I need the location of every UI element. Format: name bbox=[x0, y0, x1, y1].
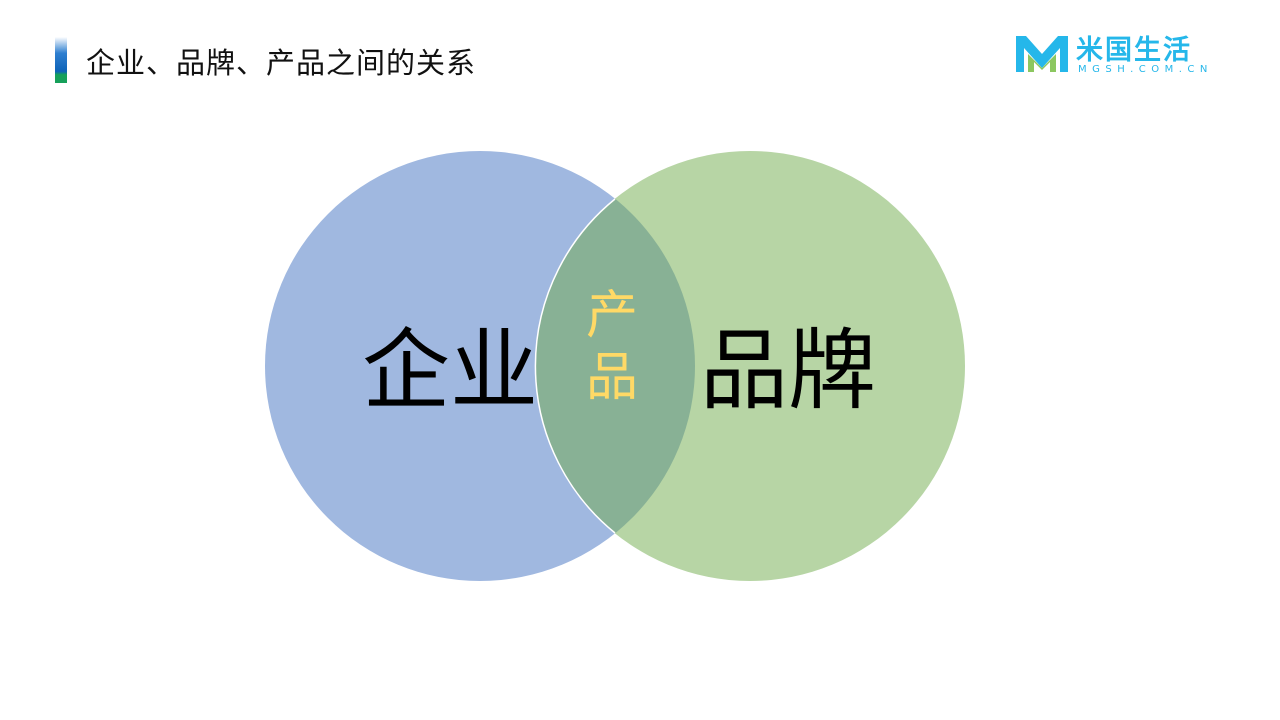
venn-intersection-edge bbox=[534, 198, 616, 534]
venn-label-product-line2: 品 bbox=[585, 348, 638, 408]
venn-intersection-product bbox=[535, 151, 695, 581]
venn-label-enterprise: 企业 bbox=[362, 319, 539, 422]
brand-logo: 米国生活 MGSH.COM.CN bbox=[1014, 32, 1224, 76]
title-accent-bar bbox=[55, 37, 67, 83]
logo-domain: MGSH.COM.CN bbox=[1078, 64, 1213, 75]
venn-label-product-line1: 产 bbox=[585, 286, 638, 346]
page-title: 企业、品牌、产品之间的关系 bbox=[86, 46, 477, 80]
mgsh-m-logo-icon bbox=[1016, 36, 1068, 72]
logo-name: 米国生活 bbox=[1076, 35, 1192, 66]
venn-label-brand: 品牌 bbox=[700, 319, 877, 422]
venn-label-product: 产 品 bbox=[580, 285, 644, 409]
